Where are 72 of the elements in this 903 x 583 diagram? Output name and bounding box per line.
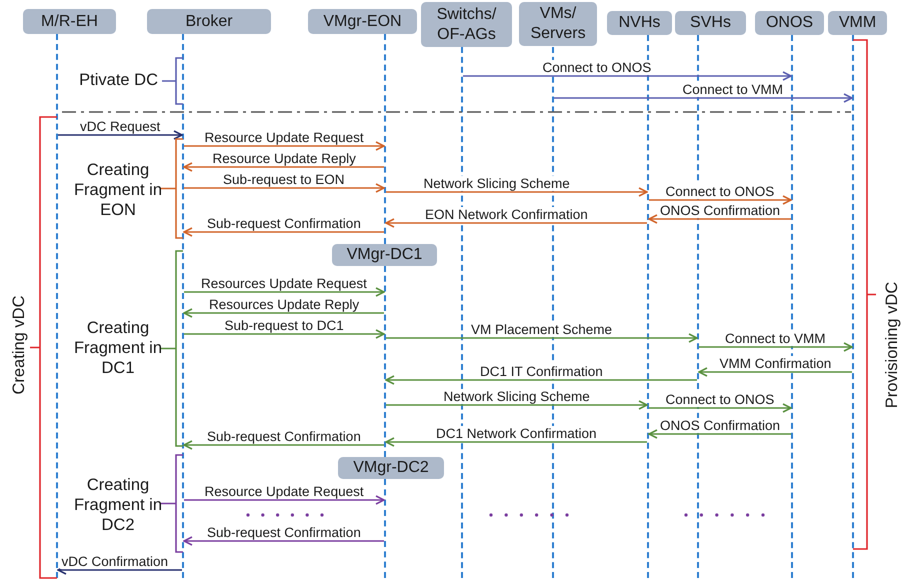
lifeline xyxy=(182,34,184,578)
message-arrow xyxy=(385,375,697,385)
message-arrow xyxy=(183,440,384,450)
message-arrow xyxy=(463,71,792,81)
edge-label: Sub-request Confirmation xyxy=(205,429,363,444)
message-arrow xyxy=(386,333,698,343)
edge-label: ONOS Confirmation xyxy=(658,418,782,433)
message-arrow xyxy=(184,141,385,151)
edge-label: Resources Update Request xyxy=(199,276,369,291)
lifeline xyxy=(56,34,58,578)
message-arrow xyxy=(699,342,853,352)
message-arrow xyxy=(183,308,384,318)
edge-label: Sub-request Confirmation xyxy=(205,216,363,231)
group-label: Creating vDC xyxy=(9,294,29,397)
edge-label: ONOS Confirmation xyxy=(658,203,782,218)
participant-box: VMgr-DC2 xyxy=(338,457,444,479)
message-arrow xyxy=(183,162,384,172)
participant-box: VMs/ Servers xyxy=(519,2,597,46)
message-arrow xyxy=(58,130,183,140)
message-arrow xyxy=(183,227,384,237)
edge-label: VMM Confirmation xyxy=(718,356,834,371)
edge-label: VM Placement Scheme xyxy=(469,322,614,337)
message-arrow xyxy=(385,218,647,228)
lifeline xyxy=(647,35,649,578)
group-label: Provisioning vDC xyxy=(882,280,902,410)
message-arrow xyxy=(648,214,791,224)
message-arrow xyxy=(698,367,852,377)
participant-box: NVHs xyxy=(607,11,672,35)
group-label: Creating Fragment in DC1 xyxy=(72,318,164,378)
edge-label: Network Slicing Scheme xyxy=(442,389,592,404)
group-label: Creating Fragment in EON xyxy=(72,160,164,220)
edge-label: Network Slicing Scheme xyxy=(422,176,572,191)
participant-box: VMM xyxy=(828,11,887,35)
group-label: Creating Fragment in DC2 xyxy=(72,475,164,535)
lifeline xyxy=(384,479,386,578)
edge-label: Sub-request Confirmation xyxy=(205,525,363,540)
message-arrow xyxy=(184,287,385,297)
message-arrow xyxy=(648,429,791,439)
edge-label: Resources Update Reply xyxy=(207,297,362,312)
edge-label: Resource Update Request xyxy=(202,130,366,145)
edge-label: vDC Confirmation xyxy=(60,554,170,569)
lifeline xyxy=(384,266,386,457)
participant-box: Switchs/ OF-AGs xyxy=(421,2,512,47)
message-arrow xyxy=(649,195,792,205)
lifeline xyxy=(384,34,386,244)
message-arrow xyxy=(649,403,792,413)
message-arrow xyxy=(554,93,853,103)
edge-label: Connect to ONOS xyxy=(664,184,776,199)
edge-label: vDC Request xyxy=(78,119,162,134)
edge-label: EON Network Confirmation xyxy=(423,207,590,222)
edge-label: Sub-request to DC1 xyxy=(222,318,346,333)
participant-box: VMgr-EON xyxy=(308,9,417,34)
message-arrow xyxy=(386,400,648,410)
edge-label: DC1 IT Confirmation xyxy=(478,364,605,379)
participant-box: SVHs xyxy=(675,11,746,35)
participant-box: M/R-EH xyxy=(23,9,116,34)
participant-box: VMgr-DC1 xyxy=(332,244,437,266)
participant-box: Broker xyxy=(147,9,271,34)
message-arrow xyxy=(386,187,648,197)
participant-box: ONOS xyxy=(755,11,824,35)
message-arrow xyxy=(184,329,385,339)
message-arrow xyxy=(183,536,384,546)
message-arrow xyxy=(184,183,385,193)
edge-label: DC1 Network Confirmation xyxy=(434,426,599,441)
message-arrow xyxy=(184,495,385,505)
edge-label: Resource Update Request xyxy=(202,484,366,499)
group-label: Ptivate DC xyxy=(78,70,158,90)
edge-label: Resource Update Reply xyxy=(210,151,358,166)
message-arrow xyxy=(385,437,647,447)
lifeline xyxy=(852,35,854,578)
edge-label: Connect to ONOS xyxy=(540,60,654,75)
edge-label: Connect to ONOS xyxy=(664,392,776,407)
